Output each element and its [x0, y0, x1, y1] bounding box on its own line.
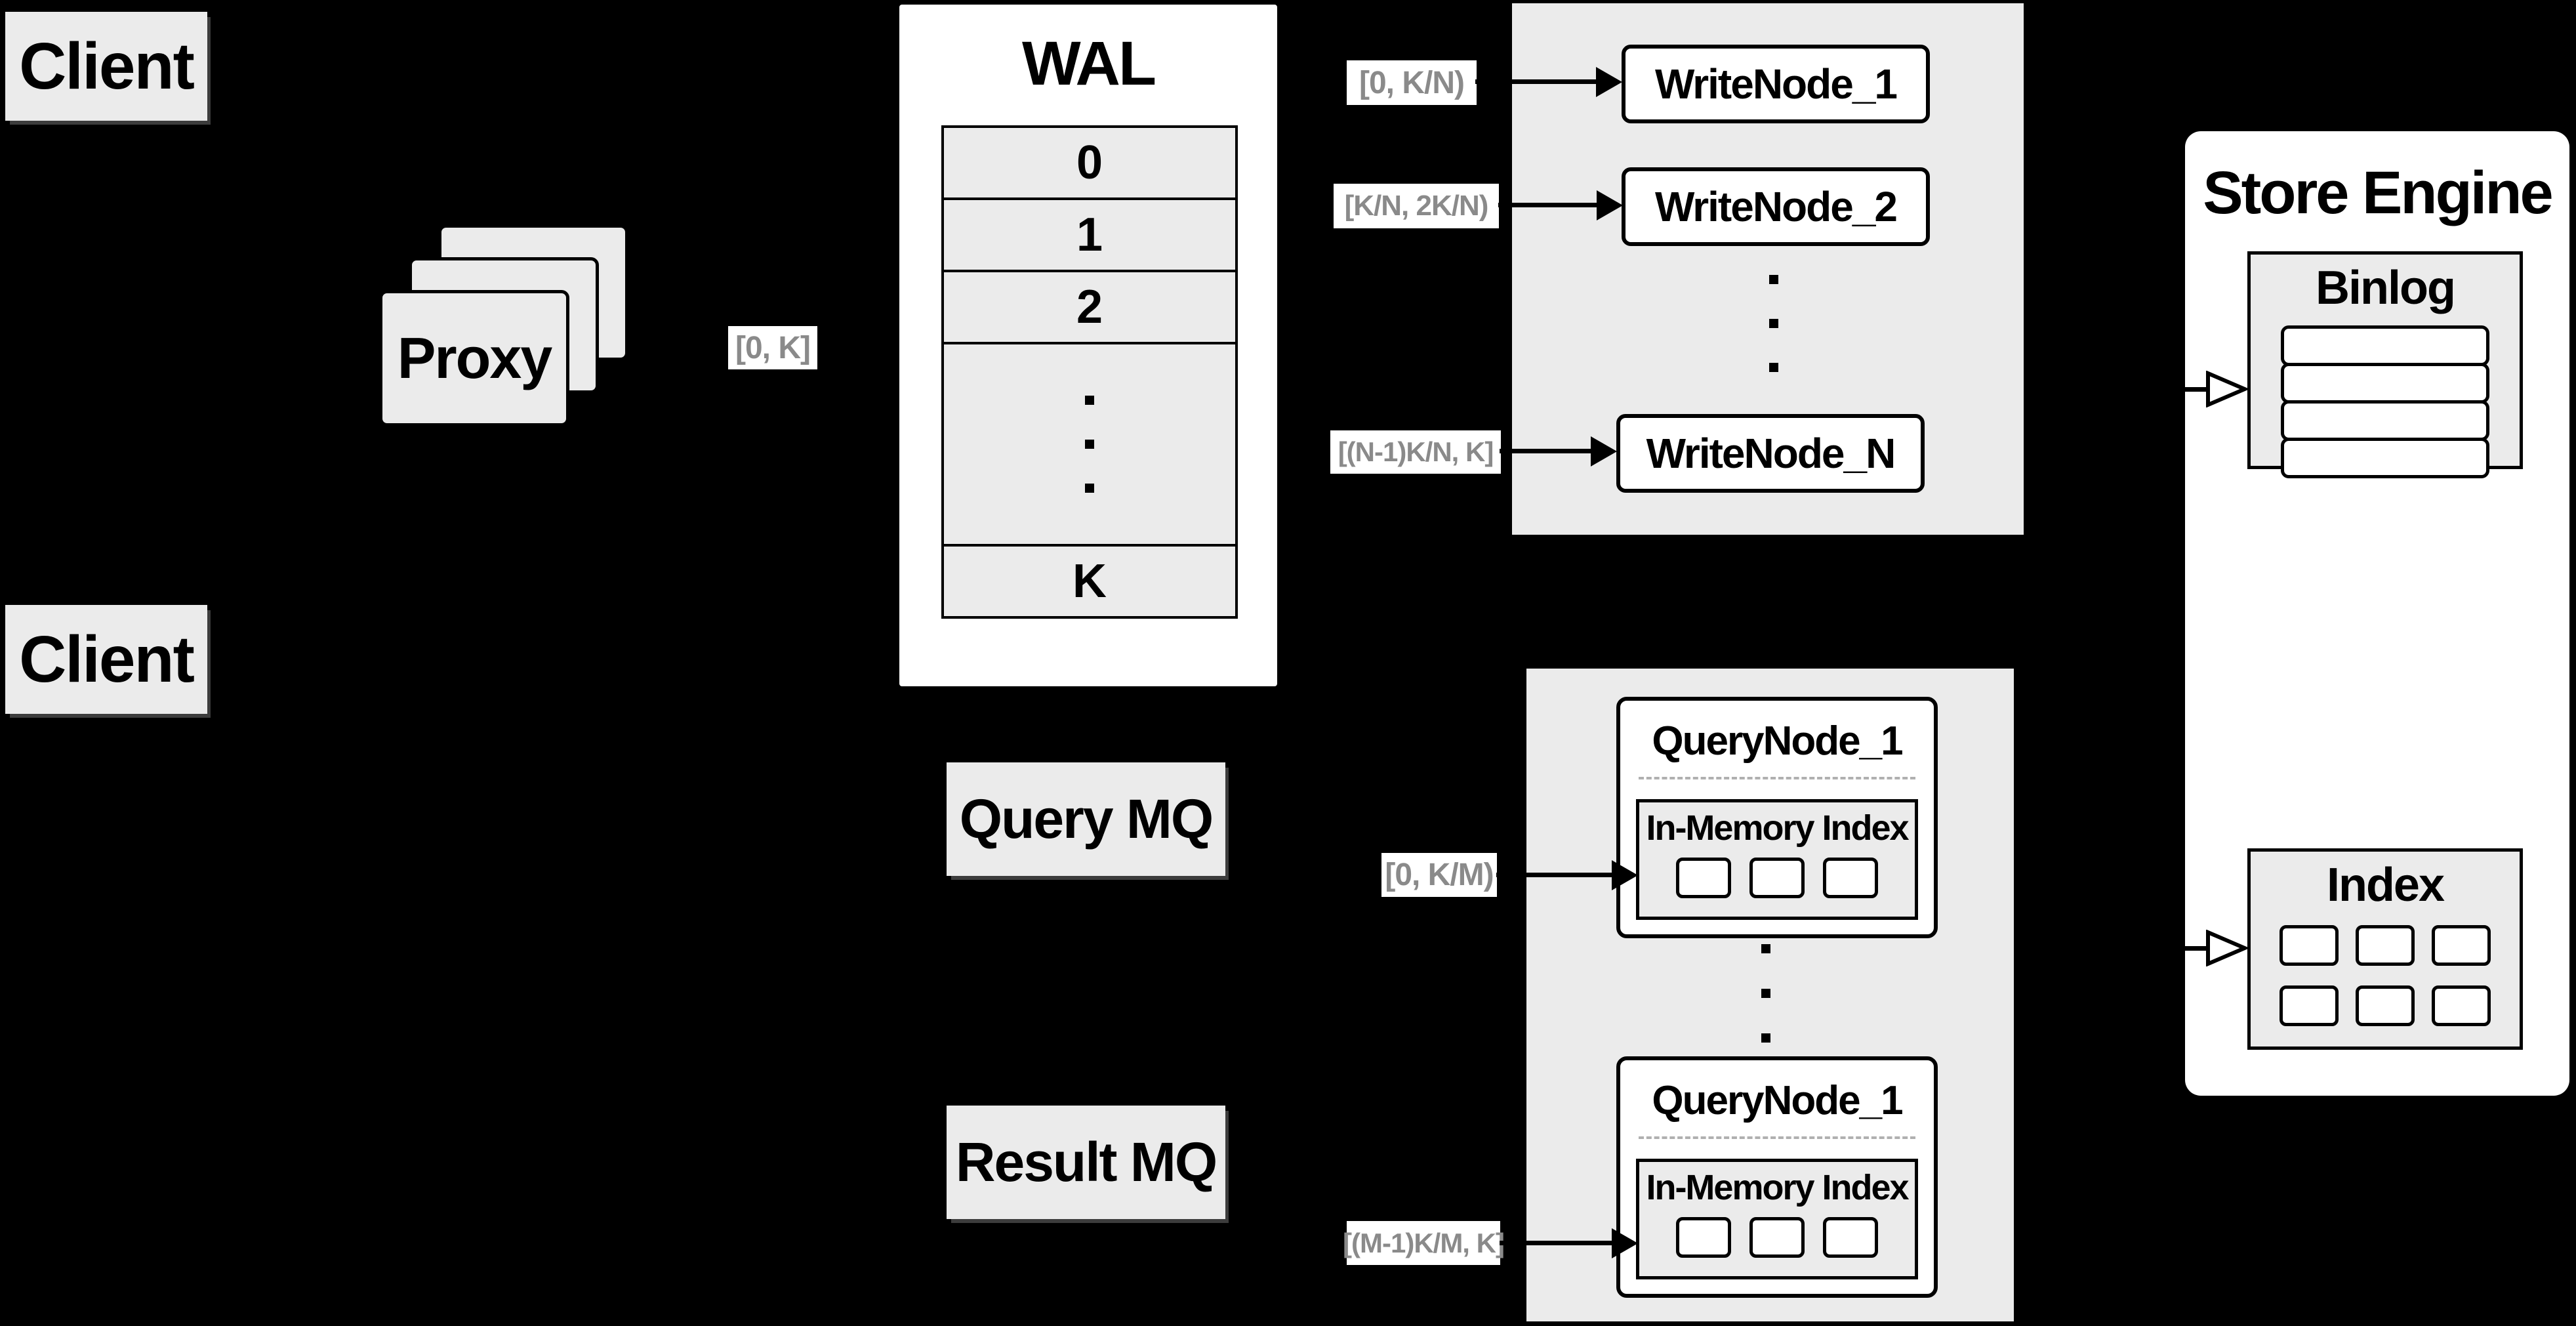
index-box: Index [2247, 848, 2523, 1050]
client-box-2: Client [5, 605, 207, 714]
arrowhead-query-node-m-icon [1612, 1228, 1638, 1258]
range-label-proxy-to-wal: [0, K] [728, 326, 817, 369]
index-cell [2280, 925, 2339, 966]
binlog-title: Binlog [2316, 262, 2456, 314]
store-engine-title: Store Engine [2203, 159, 2553, 226]
range-label-write-n: [(N-1)K/N, K] [1330, 430, 1501, 474]
binlog-box: Binlog [2247, 251, 2523, 478]
ellipsis-dots [1085, 396, 1094, 493]
query-node-1-title: QueryNode_1 [1652, 718, 1903, 764]
query-node-m: QueryNode_1 In-Memory Index [1616, 1056, 1938, 1298]
query-node-group-panel: QueryNode_1 In-Memory Index QueryNode_1 … [1526, 669, 2014, 1321]
arrow-to-query-node-m [1500, 1241, 1614, 1245]
wal-row-ellipsis [941, 342, 1238, 547]
write-node-1: WriteNode_1 [1622, 45, 1930, 123]
segment-slot [1823, 1217, 1878, 1258]
ellipsis-dots [1769, 275, 1778, 372]
binlog-row [2281, 325, 2489, 366]
write-node-n: WriteNode_N [1616, 414, 1925, 493]
binlog-row [2281, 363, 2489, 404]
wal-row-k: K [941, 544, 1238, 619]
arrowhead-binlog-icon [2206, 371, 2247, 407]
index-cell [2280, 985, 2339, 1026]
arrow-to-query-node-1 [1496, 873, 1613, 877]
segment-slot [1676, 1217, 1731, 1258]
divider-dashed [1639, 1136, 1915, 1139]
index-cell [2432, 925, 2491, 966]
query-node-m-title: QueryNode_1 [1652, 1078, 1903, 1123]
proxy-box: Proxy [379, 290, 569, 426]
index-segment-slots [1639, 858, 1915, 898]
range-label-query-1: [0, K/M) [1381, 853, 1497, 897]
wal-row-0: 0 [941, 125, 1238, 200]
arrowhead-write-node-n-icon [1591, 436, 1617, 466]
arrow-to-write-node-2 [1498, 203, 1598, 207]
arrowhead-write-node-2-icon [1597, 190, 1623, 220]
segment-slot [1749, 1217, 1805, 1258]
result-mq-box: Result MQ [947, 1106, 1225, 1219]
index-cells [2251, 925, 2520, 1026]
in-memory-index-box-1: In-Memory Index [1636, 799, 1918, 920]
segment-slot [1676, 858, 1731, 898]
index-cell [2432, 985, 2491, 1026]
wal-row-2: 2 [941, 270, 1238, 344]
index-title: Index [2326, 859, 2445, 911]
segment-slot [1823, 858, 1878, 898]
in-memory-index-title: In-Memory Index [1646, 808, 1909, 848]
store-engine-box: Store Engine Binlog Index [2185, 131, 2569, 1096]
binlog-row [2281, 400, 2489, 441]
write-node-2: WriteNode_2 [1622, 167, 1930, 246]
arrowhead-query-node-1-icon [1612, 860, 1638, 890]
client-box-1: Client [5, 12, 207, 121]
wal-row-1: 1 [941, 197, 1238, 272]
arrow-to-index [2161, 946, 2211, 951]
binlog-row [2281, 438, 2489, 478]
segment-slot [1749, 858, 1805, 898]
arrow-to-write-node-n [1500, 449, 1593, 453]
query-node-1: QueryNode_1 In-Memory Index [1616, 697, 1938, 938]
range-label-write-1: [0, K/N) [1347, 60, 1477, 105]
in-memory-index-box-2: In-Memory Index [1636, 1159, 1918, 1279]
range-label-write-2: [K/N, 2K/N) [1334, 184, 1499, 228]
arrow-to-binlog [2161, 387, 2211, 392]
ellipsis-dots [1761, 944, 1770, 1043]
index-cell [2356, 925, 2415, 966]
wal-title: WAL [1021, 29, 1156, 98]
arrowhead-index-icon [2206, 930, 2247, 966]
divider-dashed [1639, 777, 1915, 779]
index-segment-slots [1639, 1217, 1915, 1258]
query-mq-box: Query MQ [947, 762, 1225, 876]
in-memory-index-title: In-Memory Index [1646, 1168, 1909, 1207]
wal-box: WAL 0 1 2 K [897, 2, 1280, 689]
range-label-query-m: [(M-1)K/M, K] [1343, 1221, 1505, 1265]
index-cell [2356, 985, 2415, 1026]
arrowhead-write-node-1-icon [1596, 67, 1622, 97]
arrow-to-write-node-1 [1475, 79, 1597, 84]
